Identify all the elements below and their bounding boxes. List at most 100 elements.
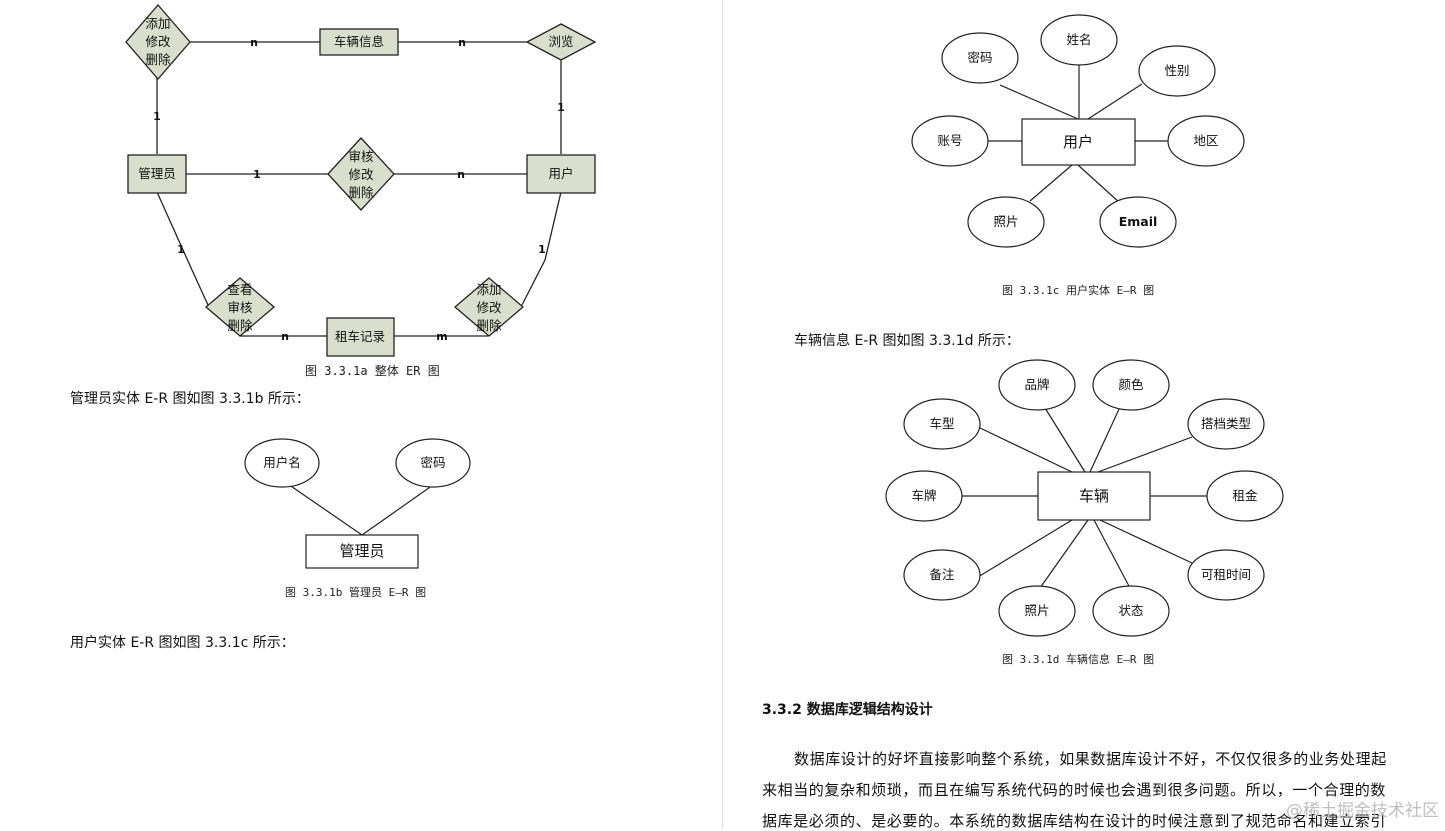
- edge-attr: [999, 84, 1079, 120]
- edge-attr: [977, 519, 1073, 578]
- edge-attr: [1093, 519, 1131, 589]
- edge-attr: [977, 426, 1073, 473]
- attribute-label: 地区: [1193, 133, 1218, 148]
- attribute-label: 用户名: [263, 455, 301, 470]
- diagram-vehicle-entity: [885, 359, 1284, 637]
- figure-caption-3-3-1d: 图 3.3.1d 车辆信息 E—R 图: [1002, 653, 1155, 666]
- attribute-region: [1167, 115, 1245, 167]
- edge-attr: [1029, 164, 1073, 202]
- attribute-package-type: [1187, 398, 1265, 450]
- node-label: 管理员: [138, 166, 176, 181]
- attribute-name: [1040, 14, 1118, 66]
- cardinality-label: 1: [177, 243, 185, 256]
- attribute-account: [911, 115, 989, 167]
- attribute-label: 车牌: [911, 488, 936, 503]
- attribute-label: 可租时间: [1201, 567, 1251, 582]
- cardinality-label: m: [436, 330, 447, 343]
- entity-user: [526, 154, 596, 194]
- diagram-user-entity-labels: 密码 姓名 性别 账号 地区 照片 Email 用户: [937, 32, 1218, 229]
- attribute-gender: [1138, 45, 1216, 97]
- paragraph-user-intro: 用户实体 E-R 图如图 3.3.1c 所示：: [70, 635, 295, 651]
- cardinality-label: n: [250, 36, 258, 49]
- attribute-label: 照片: [1024, 603, 1049, 618]
- figure-caption-3-3-1c: 图 3.3.1c 用户实体 E—R 图: [1002, 284, 1155, 297]
- attribute-password: [941, 32, 1019, 84]
- diagram-admin-entity: [244, 438, 471, 569]
- attribute-label: 车型: [929, 416, 954, 431]
- attribute-password: [395, 438, 471, 488]
- figure-caption-3-3-1a: 图 3.3.1a 整体 ER 图: [305, 364, 440, 378]
- watermark: @稀土掘金技术社区: [1286, 801, 1439, 821]
- attribute-color: [1092, 359, 1170, 411]
- attribute-model: [903, 398, 981, 450]
- diagram-overall-er-shapes: [125, 4, 597, 357]
- node-label: 浏览: [548, 34, 573, 49]
- node-label: 租车记录: [335, 329, 385, 344]
- attribute-username: [244, 438, 320, 488]
- body-text-line: 数据库设计的好坏直接影响整个系统，如果数据库设计不好，不仅仅很多的业务处理起: [794, 750, 1387, 768]
- attribute-brand: [998, 359, 1076, 411]
- attribute-label: 品牌: [1024, 377, 1049, 392]
- node-label: 修改: [476, 300, 502, 315]
- attribute-available-time: [1187, 549, 1265, 601]
- attribute-label: 性别: [1164, 63, 1189, 78]
- edge-attr: [1077, 164, 1121, 204]
- relationship-view-review-delete: [204, 277, 276, 337]
- attribute-photo: [967, 196, 1045, 248]
- entity-label: 管理员: [339, 542, 384, 560]
- cardinality-label: 1: [253, 168, 261, 181]
- attribute-email: [1099, 196, 1177, 248]
- edge-attr: [1089, 406, 1121, 473]
- diagram-overall-er: [156, 41, 562, 337]
- attribute-label: 备注: [929, 567, 955, 582]
- node-label: 添加: [145, 16, 170, 31]
- node-label: 用户: [548, 166, 573, 181]
- attribute-label: Email: [1119, 214, 1158, 229]
- node-label: 删除: [145, 52, 171, 67]
- attribute-label: 状态: [1118, 603, 1143, 618]
- edge-attr: [1099, 519, 1193, 564]
- diagram-overall-er-labels: 添加 修改 删除 车辆信息 浏览 管理员 审核 修改 删除 用户 查看 审核 删…: [138, 16, 573, 344]
- attribute-label: 密码: [420, 455, 445, 470]
- body-text-line: 来相当的复杂和烦琐，而且在编写系统代码的时候也会遇到很多问题。所以，一个合理的数: [762, 781, 1387, 799]
- node-label: 删除: [227, 318, 253, 333]
- attribute-label: 姓名: [1066, 32, 1091, 47]
- entity-admin: [127, 154, 187, 194]
- node-label: 修改: [348, 167, 374, 182]
- edge-admin-view: [156, 191, 209, 306]
- figure-caption-3-3-1b: 图 3.3.1b 管理员 E—R 图: [285, 586, 427, 599]
- attribute-label: 账号: [937, 133, 962, 148]
- entity-vehicle: [1037, 471, 1151, 521]
- paragraph-vehicle-intro: 车辆信息 E-R 图如图 3.3.1d 所示：: [794, 333, 1020, 349]
- entity-vehicle-info: [319, 28, 399, 56]
- diagram-vehicle-entity-labels: 品牌 颜色 车型 搭档类型 车牌 租金 备注 可租时间 照片 状态 车辆: [911, 377, 1258, 618]
- entity-label: 车辆: [1079, 487, 1109, 505]
- edge-attr: [1044, 407, 1086, 473]
- attribute-photo: [998, 585, 1076, 637]
- entity-rental-record: [326, 317, 395, 357]
- attribute-label: 搭档类型: [1201, 416, 1251, 431]
- diagram-admin-entity-labels: 用户名 密码 管理员: [263, 455, 445, 560]
- attribute-label: 租金: [1232, 488, 1258, 503]
- attribute-plate: [885, 470, 963, 522]
- cardinality-label: 1: [538, 243, 546, 256]
- attribute-rent: [1206, 470, 1284, 522]
- node-label: 修改: [145, 34, 171, 49]
- attribute-remark: [903, 549, 981, 601]
- cardinality-label: 1: [153, 110, 161, 123]
- section-heading: 3.3.2 数据库逻辑结构设计: [762, 702, 933, 718]
- edge-attr-username: [284, 481, 363, 536]
- entity-admin: [305, 534, 419, 569]
- cardinality-label: 1: [557, 101, 565, 114]
- relationship-review-modify-delete: [327, 137, 395, 211]
- diagram-user-entity: [911, 14, 1245, 248]
- attribute-label: 照片: [993, 214, 1018, 229]
- cardinality-label: n: [457, 168, 465, 181]
- page-divider: [722, 0, 723, 829]
- node-label: 删除: [348, 185, 374, 200]
- diagram-overall-er-cardinalities: n n 1 1 1 n 1 1 n m: [153, 36, 565, 343]
- node-label: 审核: [227, 300, 253, 315]
- relationship-browse: [525, 23, 597, 61]
- entity-label: 用户: [1063, 133, 1093, 151]
